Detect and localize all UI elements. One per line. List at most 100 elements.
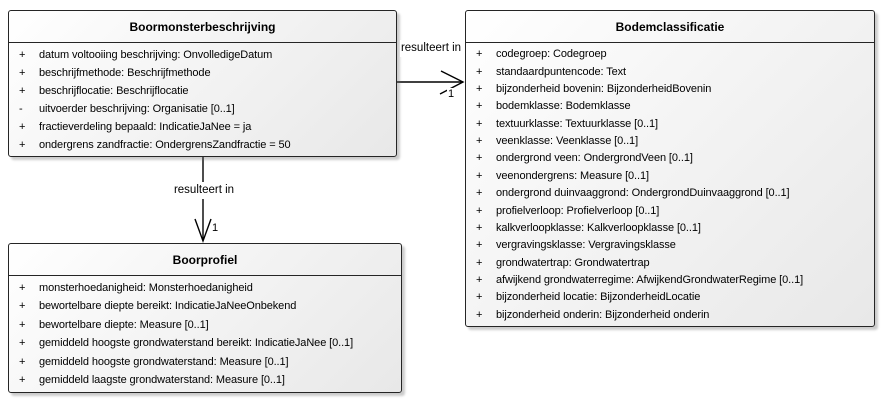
attribute-row: + gemiddeld laagste grondwaterstand: Mea… <box>9 372 401 391</box>
class-title: Boormonsterbeschrijving <box>129 19 276 34</box>
attribute-text: veenondergrens: Measure [0..1] <box>496 169 649 182</box>
attribute-row: + ondergrens zandfractie: OndergrensZand… <box>9 136 396 154</box>
class-boorprofiel[interactable]: Boorprofiel + monsterhoedanigheid: Monst… <box>8 243 402 393</box>
attribute-text: codegroep: Codegroep <box>496 48 607 61</box>
attribute-row: + beschrijfmethode: Beschrijfmethode <box>9 64 396 82</box>
attribute-text: standaardpuntencode: Text <box>496 65 627 78</box>
attribute-row: + fractieverdeling bepaald: IndicatieJaN… <box>9 118 396 136</box>
attribute-row: + bodemklasse: Bodemklasse <box>466 98 874 115</box>
visibility-symbol: - <box>19 102 23 115</box>
attribute-row: + vergravingsklasse: Vergravingsklasse <box>466 237 874 254</box>
visibility-symbol: + <box>476 117 483 130</box>
visibility-symbol: + <box>19 66 26 79</box>
attribute-row: + ondergrond veen: OndergrondVeen [0..1] <box>466 150 874 167</box>
attribute-text: afwijkend grondwaterregime: AfwijkendGro… <box>496 274 804 287</box>
attribute-text: grondwatertrap: Grondwatertrap <box>496 256 650 269</box>
attribute-row: + gemiddeld hoogste grondwaterstand: Mea… <box>9 353 401 372</box>
attribute-text: veenklasse: Veenklasse [0..1] <box>496 135 639 148</box>
attribute-text: gemiddeld hoogste grondwaterstand bereik… <box>39 337 354 350</box>
attribute-row: - uitvoerder beschrijving: Organisatie [… <box>9 100 396 118</box>
attribute-row: + bijzonderheid bovenin: BijzonderheidBo… <box>466 81 874 98</box>
attribute-row: + afwijkend grondwaterregime: AfwijkendG… <box>466 272 874 289</box>
attribute-row: + veenondergrens: Measure [0..1] <box>466 168 874 185</box>
association-label: resulteert in <box>400 40 462 57</box>
class-title: Boorprofiel <box>172 252 238 267</box>
class-header: Boorprofiel <box>9 244 401 276</box>
attribute-text: textuurklasse: Textuurklasse [0..1] <box>496 117 658 130</box>
attribute-row: + bewortelbare diepte: Measure [0..1] <box>9 316 401 335</box>
attribute-text: bewortelbare diepte: Measure [0..1] <box>39 318 209 331</box>
class-boormonsterbeschrijving[interactable]: Boormonsterbeschrijving + datum voltooii… <box>8 10 397 157</box>
visibility-symbol: + <box>476 308 483 321</box>
attribute-text: beschrijfmethode: Beschrijfmethode <box>39 66 211 79</box>
attribute-text: monsterhoedanigheid: Monsterhoedanigheid <box>39 281 253 294</box>
visibility-symbol: + <box>476 204 483 217</box>
visibility-symbol: + <box>19 120 26 133</box>
visibility-symbol: + <box>19 374 26 387</box>
visibility-symbol: + <box>19 138 26 151</box>
association-label: resulteert in <box>158 182 250 199</box>
visibility-symbol: + <box>19 337 26 350</box>
attribute-text: profielverloop: Profielverloop [0..1] <box>496 204 660 217</box>
open-arrowhead-icon <box>194 218 212 244</box>
attribute-list: + datum voltooiing beschrijving: Onvolle… <box>9 43 396 156</box>
visibility-symbol: + <box>476 82 483 95</box>
attribute-row: + gemiddeld hoogste grondwaterstand bere… <box>9 335 401 354</box>
attribute-row: + textuurklasse: Textuurklasse [0..1] <box>466 116 874 133</box>
attribute-text: fractieverdeling bepaald: IndicatieJaNee… <box>39 120 252 133</box>
attribute-row: + bijzonderheid onderin: Bijzonderheid o… <box>466 307 874 324</box>
attribute-text: gemiddeld hoogste grondwaterstand: Measu… <box>39 355 289 368</box>
attribute-text: bijzonderheid bovenin: BijzonderheidBove… <box>496 82 712 95</box>
attribute-row: + standaardpuntencode: Text <box>466 63 874 80</box>
attribute-text: bijzonderheid locatie: BijzonderheidLoca… <box>496 291 701 304</box>
attribute-text: uitvoerder beschrijving: Organisatie [0.… <box>39 102 235 115</box>
class-title: Bodemclassificatie <box>615 19 725 34</box>
attribute-row: + veenklasse: Veenklasse [0..1] <box>466 133 874 150</box>
attribute-text: bewortelbare diepte bereikt: IndicatieJa… <box>39 300 297 313</box>
visibility-symbol: + <box>476 135 483 148</box>
attribute-text: gemiddeld laagste grondwaterstand: Measu… <box>39 374 285 387</box>
attribute-text: ondergrens zandfractie: OndergrensZandfr… <box>39 138 291 151</box>
visibility-symbol: + <box>476 274 483 287</box>
visibility-symbol: + <box>476 152 483 165</box>
attribute-row: + grondwatertrap: Grondwatertrap <box>466 255 874 272</box>
visibility-symbol: + <box>476 48 483 61</box>
class-bodemclassificatie[interactable]: Bodemclassificatie + codegroep: Codegroe… <box>465 10 875 327</box>
visibility-symbol: + <box>19 281 26 294</box>
attribute-text: vergravingsklasse: Vergravingsklasse <box>496 239 676 252</box>
visibility-symbol: + <box>476 187 483 200</box>
attribute-row: + profielverloop: Profielverloop [0..1] <box>466 202 874 219</box>
visibility-symbol: + <box>476 239 483 252</box>
visibility-symbol: + <box>19 355 26 368</box>
attribute-row: + ondergrond duinvaaggrond: OndergrondDu… <box>466 185 874 202</box>
attribute-list: + codegroep: Codegroep + standaardpunten… <box>466 43 874 326</box>
multiplicity-label: 1 <box>211 222 220 234</box>
multiplicity-label: 1 <box>447 88 456 100</box>
class-header: Bodemclassificatie <box>466 11 874 43</box>
attribute-text: ondergrond veen: OndergrondVeen [0..1] <box>496 152 693 165</box>
visibility-symbol: + <box>476 65 483 78</box>
attribute-row: + codegroep: Codegroep <box>466 46 874 63</box>
visibility-symbol: + <box>19 300 26 313</box>
attribute-text: ondergrond duinvaaggrond: OndergrondDuin… <box>496 187 790 200</box>
visibility-symbol: + <box>476 221 483 234</box>
visibility-symbol: + <box>476 100 483 113</box>
attribute-text: datum voltooiing beschrijving: Onvolledi… <box>39 48 273 61</box>
visibility-symbol: + <box>19 318 26 331</box>
visibility-symbol: + <box>476 291 483 304</box>
attribute-text: kalkverloopklasse: Kalkverloopklasse [0.… <box>496 221 701 234</box>
visibility-symbol: + <box>476 169 483 182</box>
attribute-row: + beschrijflocatie: Beschrijflocatie <box>9 82 396 100</box>
visibility-symbol: + <box>19 48 26 61</box>
attribute-row: + bewortelbare diepte bereikt: Indicatie… <box>9 298 401 317</box>
attribute-text: beschrijflocatie: Beschrijflocatie <box>39 84 189 97</box>
class-header: Boormonsterbeschrijving <box>9 11 396 43</box>
visibility-symbol: + <box>476 256 483 269</box>
attribute-list: + monsterhoedanigheid: Monsterhoedanighe… <box>9 276 401 392</box>
attribute-row: + bijzonderheid locatie: BijzonderheidLo… <box>466 289 874 306</box>
attribute-text: bodemklasse: Bodemklasse <box>496 100 631 113</box>
attribute-text: bijzonderheid onderin: Bijzonderheid ond… <box>496 308 710 321</box>
attribute-row: + kalkverloopklasse: Kalkverloopklasse [… <box>466 220 874 237</box>
attribute-row: + datum voltooiing beschrijving: Onvolle… <box>9 46 396 64</box>
